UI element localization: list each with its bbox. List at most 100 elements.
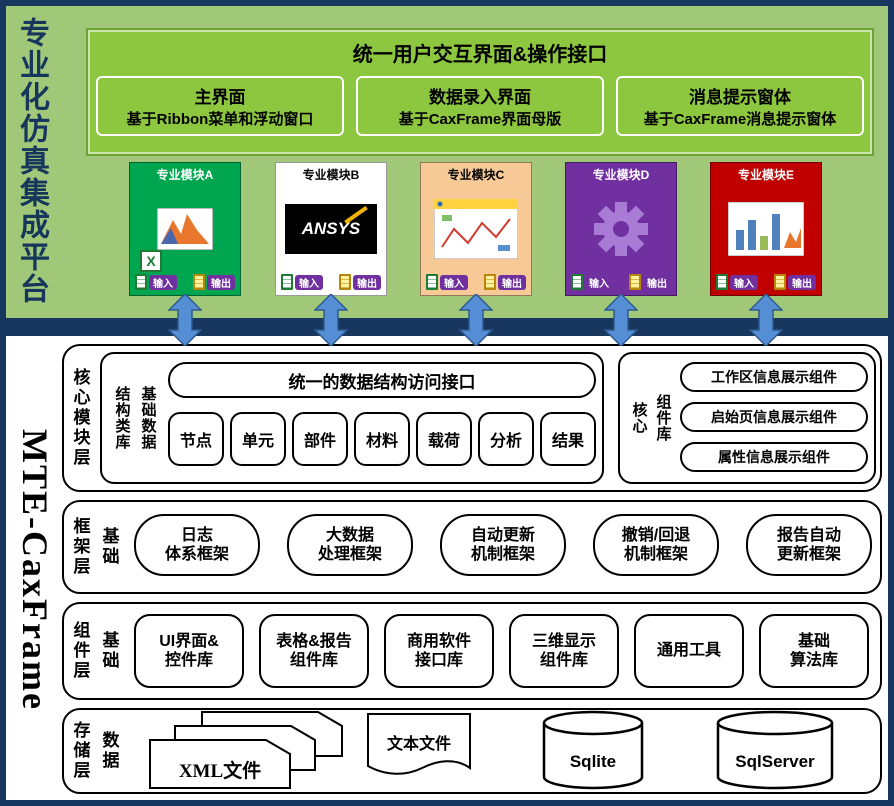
material-pill: 材料 [354,412,410,466]
output-chip: 输出 [207,274,235,290]
double-arrow-icon [459,294,493,346]
module-label: 专业模块A [156,168,214,182]
3d-display-lib-box: 三维显示组件库 [509,614,619,688]
analysis-pill: 分析 [478,412,534,466]
excel-icon: X [140,250,162,272]
matlab-membrane-icon [157,207,213,250]
basic-data-label: 基础数据 [139,386,157,450]
data-interface-pill: 统一的数据结构访问接口 [168,362,596,398]
module-label: 专业模块D [592,168,650,182]
xml-files-shape: XML文件 [148,710,344,790]
text-file-shape: 文本文件 [366,712,472,780]
log-framework-pill: 日志体系框架 [134,514,260,576]
panel-line1: 消息提示窗体 [689,88,791,107]
output-doc-icon [193,274,205,290]
panel-line2: 基于Ribbon菜单和浮动窗口 [126,111,314,128]
ansys-logo-text: ANSYS [301,218,361,238]
input-chip: 输入 [149,274,177,290]
unified-ui-title: 统一用户交互界面&操作接口 [352,44,608,66]
input-chip: 输入 [730,274,758,290]
output-doc-icon [629,274,641,290]
output-doc-icon [484,274,496,290]
module-card-b: 专业模块B ANSYS 输入 输出 [275,162,387,296]
ui-control-lib-box: UI界面&控件库 [134,614,244,688]
part-pill: 部件 [292,412,348,466]
text-file-label: 文本文件 [386,736,451,753]
sqlserver-label: SqlServer [735,752,815,771]
bigdata-framework-pill: 大数据处理框架 [287,514,413,576]
output-doc-icon [339,274,351,290]
table-report-lib-box: 表格&报告组件库 [259,614,369,688]
node-pill: 节点 [168,412,224,466]
panel-line2: 基于CaxFrame消息提示窗体 [643,111,837,128]
component-library-label: 组件库 [654,394,672,442]
double-arrow-icon [168,294,202,346]
core-label: 核心 [630,402,648,434]
module-card-a: 专业模块A X 输入 输出 [129,162,241,296]
output-chip: 输出 [788,274,816,290]
module-label: 专业模块C [447,168,505,182]
framework-title: MTE-CaxFrame [8,352,62,788]
component-layer-label: 组件层 [70,621,90,681]
double-arrow-icon [749,294,783,346]
data-entry-ui-panel: 数据录入界面 基于CaxFrame界面母版 [356,76,604,136]
main-ui-panel: 主界面 基于Ribbon菜单和浮动窗口 [96,76,344,136]
input-doc-icon [281,274,293,290]
autoupdate-framework-pill: 自动更新机制框架 [440,514,566,576]
module-card-c: 专业模块C 输入 输出 [420,162,532,296]
component-sub-label: 基础 [99,631,119,671]
document-stack-icon [149,711,343,789]
result-pill: 结果 [540,412,596,466]
output-doc-icon [774,274,786,290]
sqlite-label: Sqlite [569,752,617,771]
xml-files-label: XML文件 [178,761,262,782]
output-chip: 输出 [353,274,381,290]
property-info-pill: 属性信息展示组件 [680,442,868,472]
module-label: 专业模块B [302,168,360,182]
input-chip: 输入 [585,274,613,290]
input-chip: 输入 [440,274,468,290]
input-doc-icon [426,274,438,290]
framework-sub-label: 基础 [99,527,119,567]
storage-sub-label: 数据 [99,731,119,771]
matlab-logo-icon: X [130,183,240,274]
load-pill: 载荷 [416,412,472,466]
basic-algorithm-lib-box: 基础算法库 [759,614,869,688]
commercial-interface-lib-box: 商用软件接口库 [384,614,494,688]
workspace-info-pill: 工作区信息展示组件 [680,362,868,392]
gear-icon [566,183,676,274]
storage-layer-label: 存储层 [70,721,90,781]
document-icon [367,713,471,775]
input-chip: 输入 [295,274,323,290]
undo-framework-pill: 撤销/回退机制框架 [593,514,719,576]
platform-title-text: 专业化仿真集成平台 [15,17,48,305]
report-framework-pill: 报告自动更新框架 [746,514,872,576]
sqlite-db-shape: Sqlite [542,710,644,790]
panel-line1: 数据录入界面 [429,88,531,107]
module-card-d: 专业模块D 输入 输出 [565,162,677,296]
sqlserver-db-shape: SqlServer [716,710,834,790]
startpage-info-pill: 启始页信息展示组件 [680,402,868,432]
module-card-e: 专业模块E 输入 输出 [710,162,822,296]
message-ui-panel: 消息提示窗体 基于CaxFrame消息提示窗体 [616,76,864,136]
input-doc-icon [135,274,147,290]
panel-line2: 基于CaxFrame界面母版 [398,111,562,128]
ansys-logo-icon: ANSYS [276,183,386,274]
platform-title: 专业化仿真集成平台 [8,10,54,312]
double-arrow-icon [314,294,348,346]
panel-line1: 主界面 [194,88,246,107]
output-chip: 输出 [643,274,671,290]
core-layer-label: 核心模块层 [70,368,90,468]
input-doc-icon [716,274,728,290]
input-doc-icon [571,274,583,290]
element-pill: 单元 [230,412,286,466]
framework-title-text: MTE-CaxFrame [15,429,55,711]
output-chip: 输出 [498,274,526,290]
module-label: 专业模块E [737,168,794,182]
database-cylinder-icon [542,710,644,790]
double-arrow-icon [604,294,638,346]
database-cylinder-icon [716,710,834,790]
general-tools-box: 通用工具 [634,614,744,688]
structure-library-label: 结构类库 [113,386,131,450]
